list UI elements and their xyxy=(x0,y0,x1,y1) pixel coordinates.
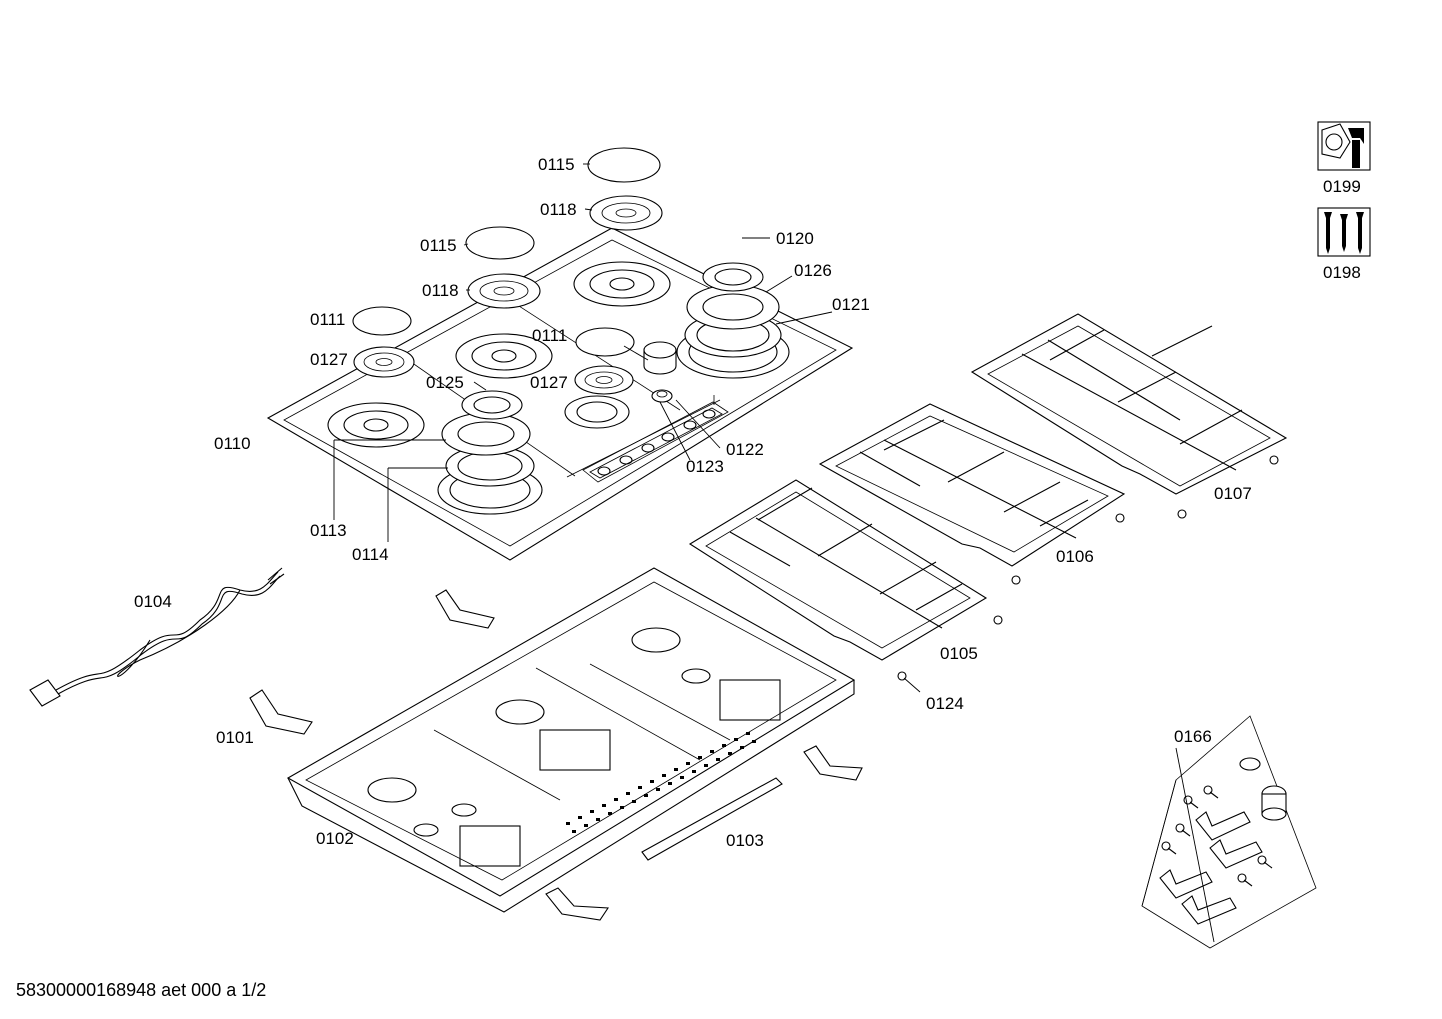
label-0118-top: 0118 xyxy=(540,200,577,219)
label-0111-right: 0111 xyxy=(532,326,567,345)
label-0125: 0125 xyxy=(426,373,464,392)
label-0198: 0198 xyxy=(1323,263,1361,282)
label-0114: 0114 xyxy=(352,545,389,564)
control-knob xyxy=(643,341,677,403)
label-0121: 0121 xyxy=(832,295,870,314)
wok-burner-right xyxy=(676,262,790,379)
service-tools-icon xyxy=(1317,121,1371,171)
burner-seats xyxy=(327,261,671,448)
label-0107: 0107 xyxy=(1214,484,1252,503)
pan-support-0107 xyxy=(970,313,1288,495)
burner-caps xyxy=(352,147,663,395)
label-0127-right: 0127 xyxy=(530,373,568,392)
label-0102: 0102 xyxy=(316,829,354,848)
label-0124: 0124 xyxy=(926,694,964,713)
label-0111-left: 0111 xyxy=(310,310,345,329)
leader-lines xyxy=(333,163,1215,943)
label-0122: 0122 xyxy=(726,440,764,459)
wok-burner-left xyxy=(437,390,543,515)
fixing-clamps xyxy=(249,589,863,921)
label-0118-mid: 0118 xyxy=(422,281,459,300)
label-0127-left: 0127 xyxy=(310,350,348,369)
document-footer-id: 58300000168948 aet 000 a 1/2 xyxy=(16,980,267,1000)
label-0199: 0199 xyxy=(1323,177,1361,196)
label-0115-mid: 0115 xyxy=(420,236,457,255)
base-tray xyxy=(286,567,856,913)
rubber-feet xyxy=(897,455,1279,681)
pan-support-0105 xyxy=(688,479,988,661)
label-0113: 0113 xyxy=(310,521,347,540)
label-0126: 0126 xyxy=(794,261,832,280)
vent-holes xyxy=(566,732,756,833)
label-0123: 0123 xyxy=(686,457,724,476)
label-0120: 0120 xyxy=(776,229,814,248)
label-0166: 0166 xyxy=(1174,727,1212,746)
screws-icon xyxy=(1317,207,1371,257)
pan-support-0106 xyxy=(818,403,1126,567)
label-0101: 0101 xyxy=(216,728,254,747)
label-0103: 0103 xyxy=(726,831,764,850)
label-0105: 0105 xyxy=(940,644,978,663)
power-cable xyxy=(29,567,285,707)
label-0106: 0106 xyxy=(1056,547,1094,566)
accessory-bag xyxy=(1141,715,1317,949)
label-0110: 0110 xyxy=(214,434,251,453)
sealing-strip xyxy=(641,777,783,861)
label-0115-top: 0115 xyxy=(538,155,575,174)
label-0104: 0104 xyxy=(134,592,172,611)
part-labels: 0115 0118 0115 0118 0120 0126 0121 0111 … xyxy=(134,155,1361,850)
